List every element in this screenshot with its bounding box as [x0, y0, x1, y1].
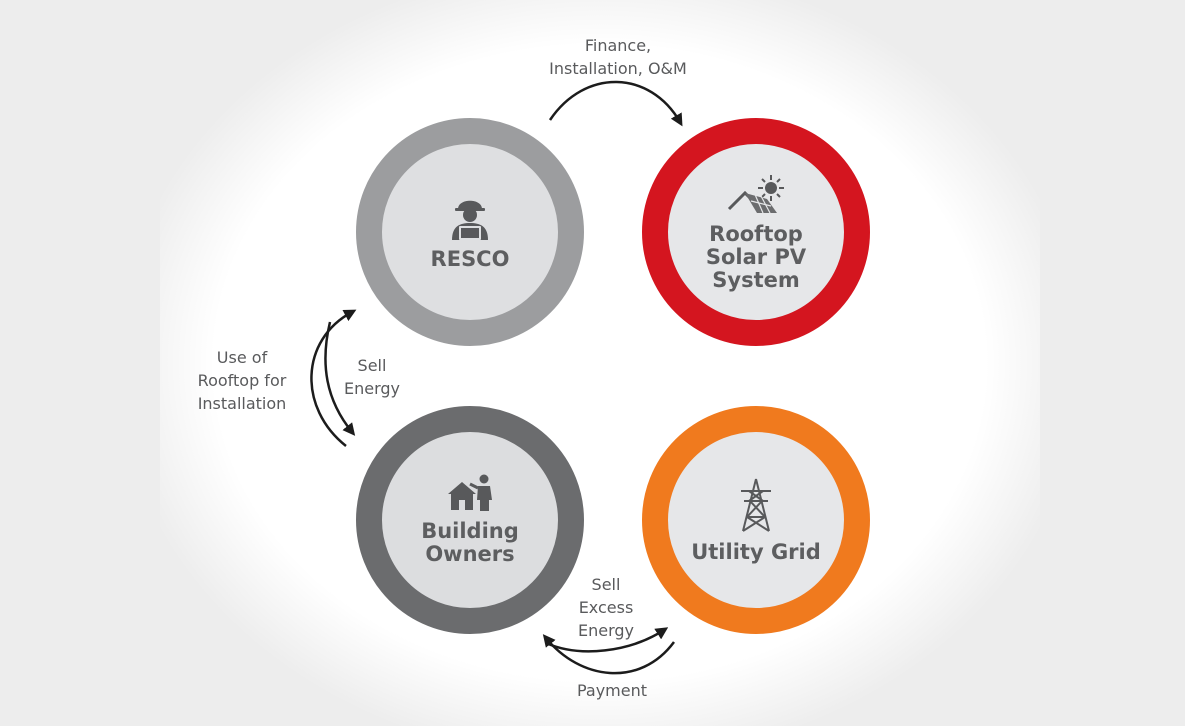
utility-node: Utility Grid — [642, 406, 870, 634]
transmission-tower-icon — [741, 478, 771, 532]
label-use-of-rooftop: Use of Rooftop for Installation — [197, 348, 287, 413]
arrow-payment — [542, 634, 676, 675]
resco-node: RESCO — [356, 118, 584, 346]
label-finance: Finance, Installation, O&M — [549, 36, 687, 78]
arrow-use-of-rooftop — [310, 309, 357, 447]
building-node: Building Owners — [356, 406, 584, 634]
label-sell-excess: Sell Excess Energy — [577, 575, 634, 640]
background-glow — [160, 0, 1040, 726]
rooftop-title: Rooftop Solar PV System — [705, 221, 807, 292]
arrow-sell-energy — [324, 321, 356, 436]
label-sell-energy: Sell Energy — [343, 356, 400, 398]
resco-title: RESCO — [430, 246, 510, 271]
arrow-finance — [548, 80, 683, 127]
utility-title: Utility Grid — [691, 539, 821, 564]
house-person-icon — [447, 474, 492, 511]
engineer-laptop-icon — [452, 200, 488, 240]
solar-roof-sun-icon — [727, 174, 784, 213]
building-title: Building Owners — [421, 519, 519, 566]
arrow-sell-excess — [545, 627, 669, 653]
label-payment: Payment — [576, 681, 648, 700]
rooftop-node: Rooftop Solar PV System — [642, 118, 870, 346]
